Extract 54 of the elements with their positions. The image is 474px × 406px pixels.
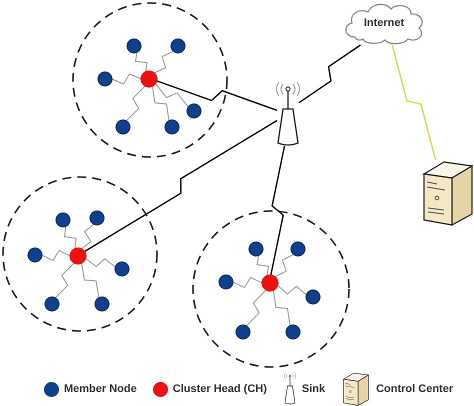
wireless-link: [152, 86, 170, 122]
wireless-link: [85, 258, 116, 268]
member-node: [164, 120, 180, 134]
member-node: [44, 296, 60, 312]
wireless-link: [232, 276, 262, 288]
wireless-link: [112, 73, 142, 85]
cluster-boundary: [72, 2, 228, 158]
wireless-link: [246, 290, 267, 326]
wireless-link: [134, 52, 148, 72]
member-node: [290, 242, 306, 256]
legend-label: Control Center: [376, 383, 454, 395]
member-node: [236, 324, 250, 340]
cluster-head-node: [262, 274, 278, 292]
member-node: [248, 242, 264, 256]
member-node: [218, 274, 234, 290]
member-node: [98, 72, 112, 86]
member-node: [186, 104, 202, 118]
cluster-head-node: [70, 248, 86, 264]
member-node: [126, 38, 142, 54]
wireless-link: [54, 262, 75, 298]
wireless-link: [256, 254, 270, 276]
member-node: [94, 296, 110, 312]
wireless-link: [126, 86, 146, 122]
member-node: [56, 212, 70, 228]
wireless-link: [64, 226, 77, 250]
wireless-link: [81, 262, 100, 298]
wireless-link: [84, 120, 278, 252]
wireless-link: [298, 44, 361, 104]
member-node: [90, 210, 104, 226]
legend-label: Cluster Head (CH): [172, 383, 267, 395]
wireless-link: [81, 224, 94, 250]
legend-label: Member Node: [64, 383, 137, 395]
member-node: [170, 38, 186, 54]
wireless-link: [42, 250, 70, 262]
wireless-link: [274, 254, 294, 278]
wireless-link: [156, 80, 278, 111]
member-node: [286, 324, 300, 340]
wireless-link: [155, 83, 189, 108]
node-label: Internet: [364, 17, 404, 29]
cluster-boundary: [2, 176, 158, 332]
legend-label: Sink: [302, 383, 326, 395]
member-node: [116, 120, 130, 134]
wireless-link: [272, 290, 291, 326]
wireless-link: [270, 146, 286, 276]
wireless-link: [154, 50, 174, 74]
server-icon: [422, 161, 474, 226]
member-node: [114, 262, 130, 276]
member-node: [306, 290, 320, 304]
member-node: [28, 248, 42, 262]
wireless-link: [392, 44, 436, 160]
wireless-link: [277, 284, 307, 296]
cluster-boundary: [192, 210, 350, 368]
cluster-head-node: [140, 70, 158, 88]
antenna-icon: [276, 82, 300, 146]
